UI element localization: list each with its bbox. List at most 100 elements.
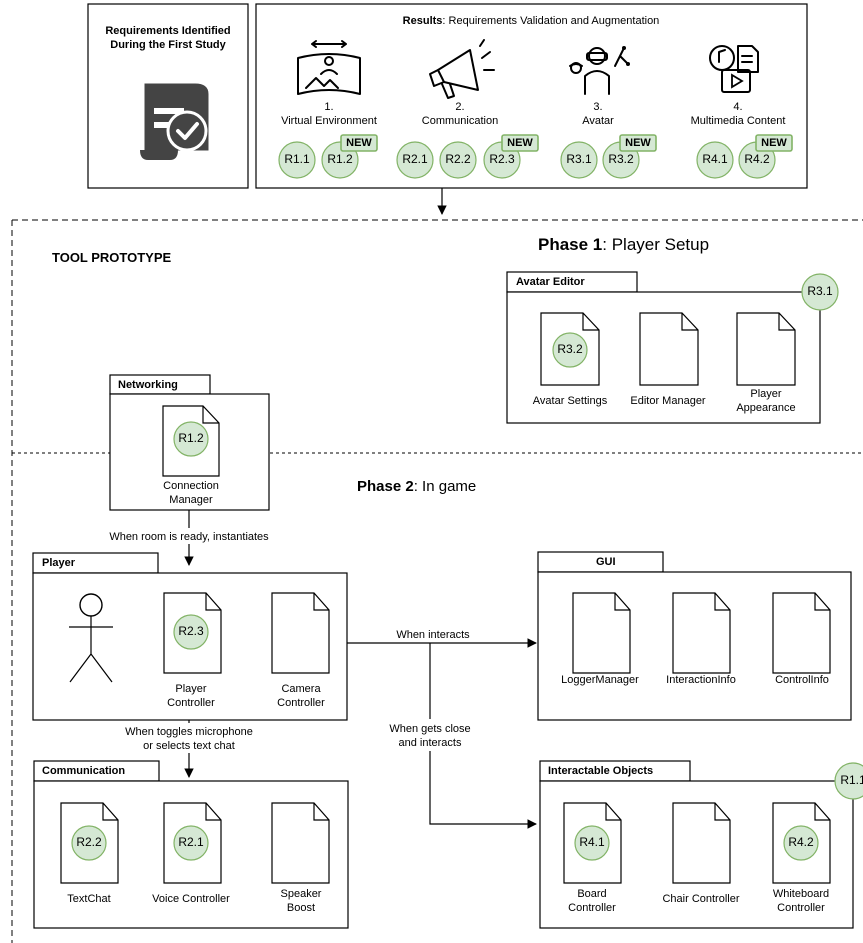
svg-text:Networking: Networking: [118, 379, 178, 391]
file-voice-controller: R2.1 Voice Controller: [152, 802, 230, 905]
svg-text:Interactable Objects: Interactable Objects: [548, 765, 653, 777]
category-3-num: 3.: [593, 101, 602, 113]
category-2-name: Communication: [422, 115, 498, 127]
new-badge-1: NEW: [340, 134, 378, 152]
svg-text:R4.2: R4.2: [788, 835, 814, 849]
file-board-controller: R4.1 Board Controller: [563, 802, 622, 914]
svg-text:Avatar Settings: Avatar Settings: [533, 395, 608, 407]
file-avatar-settings: R3.2 Avatar Settings: [533, 312, 608, 407]
svg-text:GUI: GUI: [596, 556, 616, 568]
file-player-controller: R2.3 Player Controller: [163, 592, 222, 709]
svg-text:R2.2: R2.2: [445, 152, 471, 166]
package-communication: Communication R2.2 TextChat R2.1 Voice C…: [33, 760, 349, 929]
svg-text:R3.1: R3.1: [807, 284, 833, 298]
req-circle-r3-1: R3.1: [560, 141, 598, 179]
package-interactable-objects: Interactable Objects R4.1 Board Controll…: [539, 760, 863, 929]
tool-prototype-container: [11, 219, 863, 943]
file-editor-manager: Editor Manager: [630, 312, 706, 407]
svg-text:Player: Player: [42, 557, 76, 569]
first-study-title-line2: During the First Study: [110, 39, 226, 51]
new-badge-2: NEW: [501, 134, 539, 152]
req-circle-r2-1: R2.1: [396, 141, 434, 179]
svg-text:Editor Manager: Editor Manager: [630, 395, 706, 407]
scroll-checkmark-icon: [140, 83, 209, 160]
req-circle-r2-2: R2.2: [439, 141, 477, 179]
new-badge-4: NEW: [755, 134, 793, 152]
file-textchat: R2.2 TextChat: [60, 802, 119, 905]
req-circle-r4-1: R4.1: [696, 141, 734, 179]
phase1-title: Phase 1: Player Setup: [538, 235, 709, 254]
svg-text:R2.1: R2.1: [402, 152, 428, 166]
category-2-num: 2.: [455, 101, 464, 113]
svg-text:Board: Board: [577, 888, 606, 900]
edge-gets-close-2: and interacts: [399, 737, 462, 749]
category-4-name: Multimedia Content: [691, 115, 786, 127]
svg-text:R4.2: R4.2: [744, 152, 770, 166]
svg-text:R1.2: R1.2: [178, 431, 204, 445]
edge-room-ready: When room is ready, instantiates: [109, 531, 269, 543]
svg-text:R1.1: R1.1: [284, 152, 310, 166]
req-circle-r1-1-objects: R1.1: [834, 762, 863, 800]
category-3-name: Avatar: [582, 115, 614, 127]
svg-text:R4.1: R4.1: [579, 835, 605, 849]
svg-text:R1.2: R1.2: [327, 152, 353, 166]
svg-text:NEW: NEW: [761, 137, 787, 149]
file-chair-controller: Chair Controller: [662, 802, 740, 905]
svg-text:R2.1: R2.1: [178, 835, 204, 849]
svg-text:Communication: Communication: [42, 765, 125, 777]
svg-text:ControlInfo: ControlInfo: [775, 674, 829, 686]
results-box: Results: Requirements Validation and Aug…: [255, 3, 808, 189]
actor-figure-icon: [69, 593, 113, 683]
svg-text:Camera: Camera: [281, 683, 321, 695]
first-study-title-line1: Requirements Identified: [105, 25, 230, 37]
svg-text:NEW: NEW: [346, 137, 372, 149]
svg-text:Player: Player: [750, 388, 782, 400]
svg-text:Controller: Controller: [777, 902, 825, 914]
file-whiteboard-controller: R4.2 Whiteboard Controller: [772, 802, 831, 914]
vr-environment-icon: [297, 40, 361, 95]
multimedia-icon: [709, 45, 759, 93]
svg-text:R2.3: R2.3: [178, 624, 204, 638]
file-control-info: ControlInfo: [772, 592, 831, 686]
svg-text:Player: Player: [175, 683, 207, 695]
file-logger-manager: LoggerManager: [561, 592, 639, 686]
results-title: Results: Requirements Validation and Aug…: [403, 15, 660, 27]
first-study-box: Requirements Identified During the First…: [87, 3, 249, 189]
svg-text:LoggerManager: LoggerManager: [561, 674, 639, 686]
svg-text:Boost: Boost: [287, 902, 315, 914]
req-circle-r3-1-editor: R3.1: [801, 273, 839, 311]
tool-prototype-title: TOOL PROTOTYPE: [52, 250, 172, 265]
svg-text:TextChat: TextChat: [67, 893, 110, 905]
player-to-interactable-arrow: [429, 643, 537, 829]
edge-interacts: When interacts: [396, 629, 470, 641]
req-circle-r1-2: R1.2: [321, 141, 359, 179]
category-1-name: Virtual Environment: [281, 115, 377, 127]
file-speaker-boost: Speaker Boost: [271, 802, 330, 914]
package-networking: Networking R1.2 Connection Manager: [109, 374, 270, 511]
package-gui: GUI LoggerManager InteractionInfo Contro…: [537, 551, 852, 721]
package-player: Player R2.3 Player Controller Camera Con…: [32, 552, 348, 721]
svg-text:Whiteboard: Whiteboard: [773, 888, 829, 900]
svg-text:R1.1: R1.1: [840, 773, 863, 787]
phase2-title: Phase 2: In game: [357, 478, 476, 495]
svg-text:R3.1: R3.1: [566, 152, 592, 166]
svg-text:Avatar Editor: Avatar Editor: [516, 276, 585, 288]
req-circle-r1-1: R1.1: [278, 141, 316, 179]
package-avatar-editor: Avatar Editor R3.2 Avatar Settings Edito…: [506, 271, 839, 424]
svg-text:Controller: Controller: [167, 697, 215, 709]
svg-text:Controller: Controller: [568, 902, 616, 914]
file-interaction-info: InteractionInfo: [666, 592, 736, 686]
avatar-vr-icon: [569, 46, 630, 95]
svg-text:Controller: Controller: [277, 697, 325, 709]
svg-text:R3.2: R3.2: [557, 342, 583, 356]
file-camera-controller: Camera Controller: [271, 592, 330, 709]
megaphone-icon: [429, 39, 495, 99]
svg-text:Manager: Manager: [169, 494, 213, 506]
svg-text:R3.2: R3.2: [608, 152, 634, 166]
edge-toggles-1: When toggles microphone: [125, 726, 253, 738]
svg-text:R2.2: R2.2: [76, 835, 102, 849]
svg-text:Appearance: Appearance: [736, 402, 795, 414]
svg-text:NEW: NEW: [625, 137, 651, 149]
new-badge-3: NEW: [619, 134, 657, 152]
